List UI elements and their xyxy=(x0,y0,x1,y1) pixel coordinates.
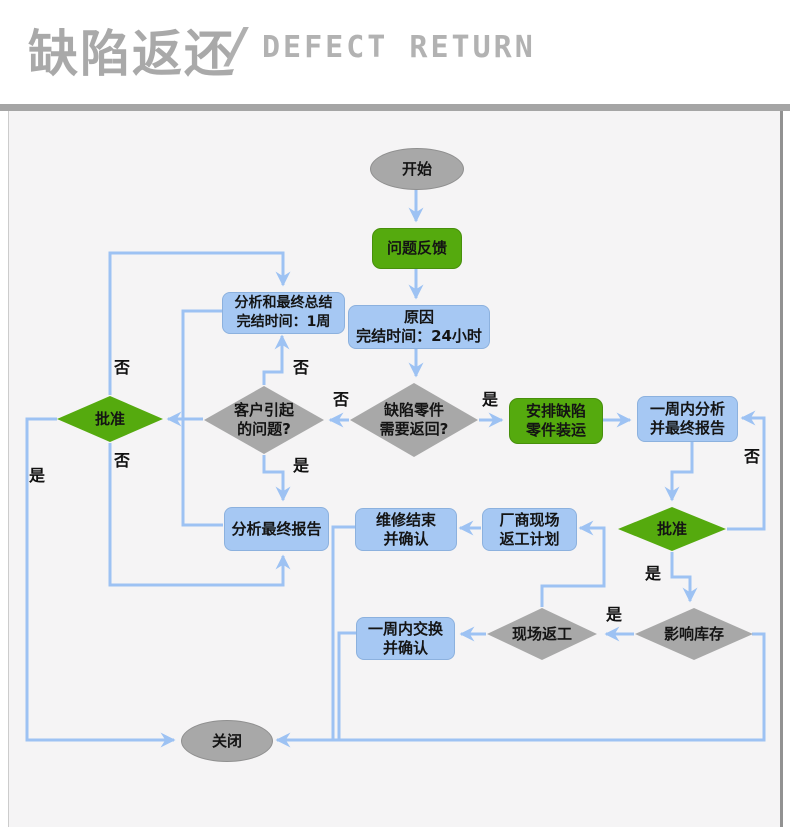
node-label: 需要返回? xyxy=(379,420,449,438)
node-label: 厂商现场 xyxy=(499,510,560,529)
edge-label-yes: 是 xyxy=(29,466,46,485)
edge-label-yes: 是 xyxy=(645,564,662,583)
node-label: 并确认 xyxy=(383,529,429,548)
node-label: 缺陷零件 xyxy=(383,401,444,419)
edge-label-yes: 是 xyxy=(293,456,310,475)
edge-label-yes: 是 xyxy=(606,605,623,624)
node-label: 一周内分析 xyxy=(649,400,725,418)
edge-label-no: 否 xyxy=(744,447,761,466)
node-label: 零件装运 xyxy=(525,421,586,439)
node-label: 开始 xyxy=(401,159,432,178)
node-label: 完结时间：1周 xyxy=(236,314,331,330)
node-final-report: 分析最终报告 xyxy=(224,507,329,551)
node-label: 的问题? xyxy=(237,420,291,438)
page-header: 缺陷返还 / DEFECT RETURN xyxy=(0,0,790,104)
node-label: 影响库存 xyxy=(663,624,724,643)
node-label: 并确认 xyxy=(382,638,428,657)
edge-label-no: 否 xyxy=(293,358,310,377)
node-label: 安排缺陷 xyxy=(525,402,586,420)
node-exchange: 一周内交换 并确认 xyxy=(356,617,455,660)
node-label: 返工计划 xyxy=(499,529,560,548)
node-repair-done: 维修结束 并确认 xyxy=(355,508,457,551)
page-title-zh: 缺陷返还 xyxy=(28,25,236,83)
title-separator: / xyxy=(228,18,246,74)
edge-label-no: 否 xyxy=(114,451,131,470)
node-vendor-rework-plan: 厂商现场 返工计划 xyxy=(482,508,577,551)
node-arrange-shipment: 安排缺陷 零件装运 xyxy=(509,398,603,444)
node-label: 分析和最终总结 xyxy=(234,295,333,311)
node-problem-feedback: 问题反馈 xyxy=(372,228,462,269)
edge-label-no: 否 xyxy=(333,390,350,409)
edge-label-no: 否 xyxy=(114,358,131,377)
node-label: 客户引起 xyxy=(233,401,294,419)
node-label: 批准 xyxy=(656,519,687,538)
node-label: 并最终报告 xyxy=(649,419,725,437)
node-label: 问题反馈 xyxy=(386,239,447,257)
node-label: 维修结束 xyxy=(375,510,436,529)
node-label: 关闭 xyxy=(211,731,242,750)
node-label: 完结时间：24小时 xyxy=(356,327,482,345)
node-label: 批准 xyxy=(94,409,125,428)
node-label: 原因 xyxy=(403,308,434,326)
node-close: 关闭 xyxy=(181,720,273,762)
node-start: 开始 xyxy=(370,148,464,190)
node-week-analysis: 一周内分析 并最终报告 xyxy=(637,396,738,442)
header-divider xyxy=(0,104,790,111)
node-label: 现场返工 xyxy=(511,624,572,643)
node-label: 分析最终报告 xyxy=(231,519,322,538)
node-label: 一周内交换 xyxy=(367,619,443,638)
node-analysis-summary: 分析和最终总结 完结时间：1周 xyxy=(222,292,345,334)
page-title-en: DEFECT RETURN xyxy=(262,30,536,65)
edge-label-yes: 是 xyxy=(482,390,499,409)
node-cause: 原因 完结时间：24小时 xyxy=(348,305,490,349)
